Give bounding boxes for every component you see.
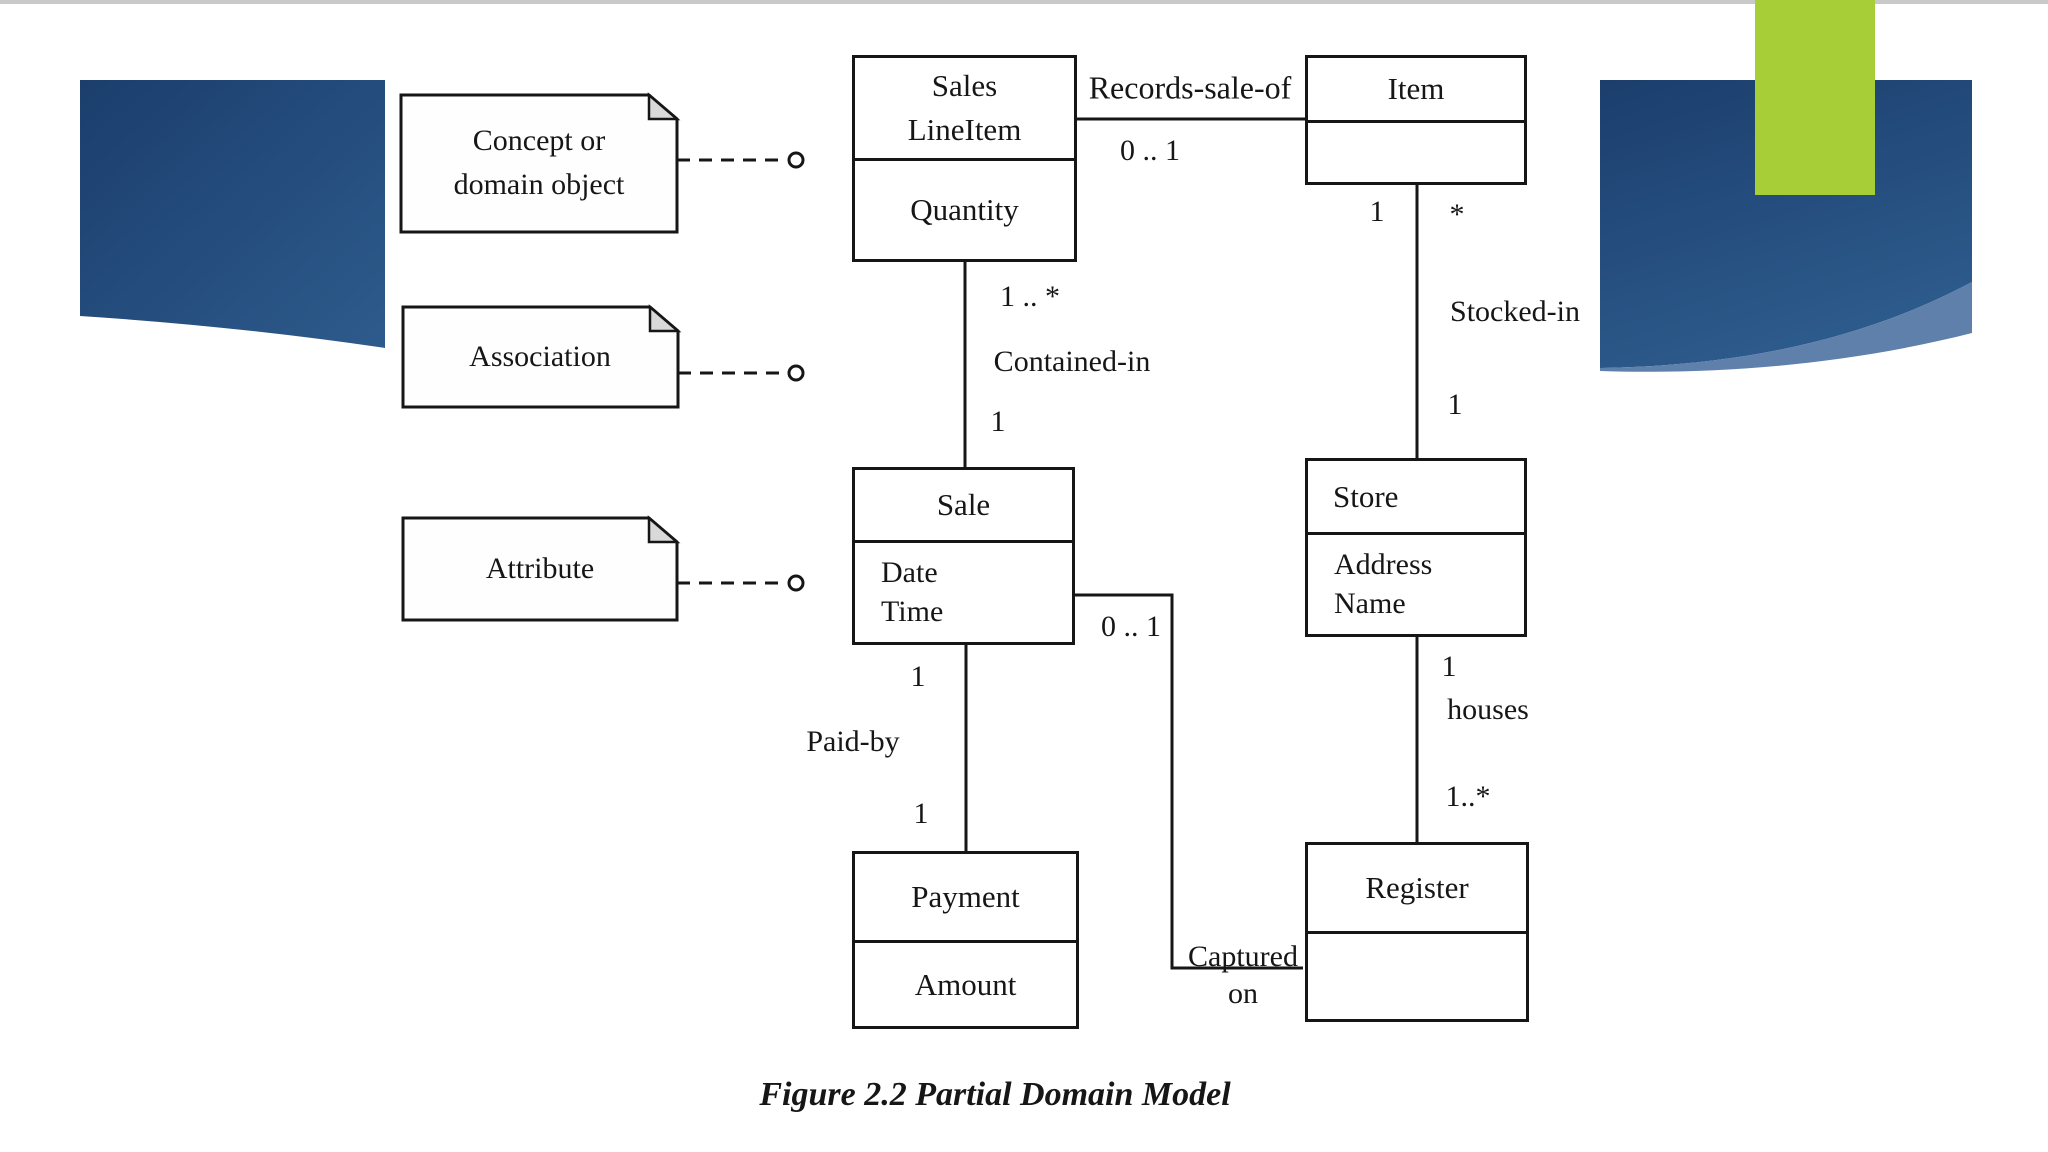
multiplicity-stocked-store-1: 1 xyxy=(1447,388,1463,421)
decor-right-navy-shape xyxy=(1600,80,1972,368)
class-attribute: Date xyxy=(881,556,938,589)
class-title-compartment: Store xyxy=(1308,461,1524,532)
class-box-sale: Sale Date Time xyxy=(852,467,1075,645)
class-box-sales-lineitem: Sales LineItem Quantity xyxy=(852,55,1077,262)
anchor-circle-icon-concept xyxy=(787,151,805,169)
class-title-compartment: Payment xyxy=(855,854,1076,940)
anchor-circle-icon-attribute xyxy=(787,574,805,592)
decor-left-navy-shape xyxy=(80,80,385,348)
note-shape-concept xyxy=(399,93,679,234)
association-label-captured-on: on xyxy=(1228,977,1258,1010)
class-attributes-compartment: Amount xyxy=(855,940,1076,1026)
class-title-compartment: Register xyxy=(1308,845,1526,931)
note-fold-icon xyxy=(647,92,681,121)
multiplicity-payment-1: 1 xyxy=(913,797,929,830)
class-attributes-compartment: Date Time xyxy=(855,540,1072,642)
anchor-circle-icon-association xyxy=(787,364,805,382)
class-title: LineItem xyxy=(907,112,1022,147)
class-attribute: Name xyxy=(1334,587,1406,620)
class-title: Sale xyxy=(936,487,991,522)
multiplicity-houses-store-1: 1 xyxy=(1441,650,1457,683)
note-fold-icon xyxy=(647,515,681,544)
class-title: Payment xyxy=(911,879,1020,914)
class-attribute: Amount xyxy=(914,966,1017,1002)
association-label-houses: houses xyxy=(1447,693,1529,726)
class-title: Item xyxy=(1387,71,1445,106)
class-box-payment: Payment Amount xyxy=(852,851,1079,1029)
multiplicity-contained-sale-1: 1 xyxy=(990,405,1006,438)
class-attributes-compartment: Address Name xyxy=(1308,532,1524,634)
association-line-captured-on xyxy=(1073,593,1303,970)
top-hairline xyxy=(0,0,2048,4)
decor-right-light-band xyxy=(1600,282,1972,372)
class-title-compartment: Sales LineItem xyxy=(855,58,1074,158)
class-box-store: Store Address Name xyxy=(1305,458,1527,637)
class-title-compartment: Sale xyxy=(855,470,1072,540)
class-title-compartment: Item xyxy=(1308,58,1524,120)
association-label-captured: Captured xyxy=(1188,940,1298,973)
multiplicity-houses-register-1-star: 1..* xyxy=(1445,780,1491,813)
class-attribute: Address xyxy=(1334,548,1433,581)
note-text-association: Association xyxy=(469,340,611,373)
class-box-item: Item xyxy=(1305,55,1527,185)
class-attributes-compartment xyxy=(1308,120,1524,182)
class-title: Sales xyxy=(931,68,998,103)
note-text-attribute: Attribute xyxy=(485,552,595,585)
multiplicity-lineitem-1-star: 1 .. * xyxy=(1000,280,1060,313)
class-title: Store xyxy=(1333,478,1399,514)
class-attribute: Time xyxy=(881,595,944,628)
association-label-contained-in: Contained-in xyxy=(993,345,1151,378)
association-label-records-sale-of: Records-sale-of xyxy=(1088,69,1292,106)
note-shape-association xyxy=(401,305,680,409)
association-label-stocked-in: Stocked-in xyxy=(1450,295,1580,328)
note-shape-attribute xyxy=(401,516,679,622)
note-text-concept-line2: domain object xyxy=(453,168,625,201)
multiplicity-captured-0-1: 0 .. 1 xyxy=(1101,610,1161,643)
accent-green-bar xyxy=(1755,0,1875,195)
class-box-register: Register xyxy=(1305,842,1529,1022)
note-fold-icon xyxy=(648,304,682,333)
multiplicity-sale-paid-1: 1 xyxy=(910,660,926,693)
multiplicity-item-star: * xyxy=(1449,198,1465,231)
class-title: Register xyxy=(1365,870,1469,905)
class-attributes-compartment: Quantity xyxy=(855,158,1074,259)
figure-caption: Figure 2.2 Partial Domain Model xyxy=(759,1076,1231,1113)
multiplicity-records-0-1: 0 .. 1 xyxy=(1120,134,1180,167)
class-attributes-compartment xyxy=(1308,931,1526,1019)
class-attribute: Quantity xyxy=(910,192,1019,227)
note-text-concept-line1: Concept or xyxy=(472,124,606,157)
association-label-paid-by: Paid-by xyxy=(806,725,900,758)
multiplicity-item-1: 1 xyxy=(1369,195,1385,228)
